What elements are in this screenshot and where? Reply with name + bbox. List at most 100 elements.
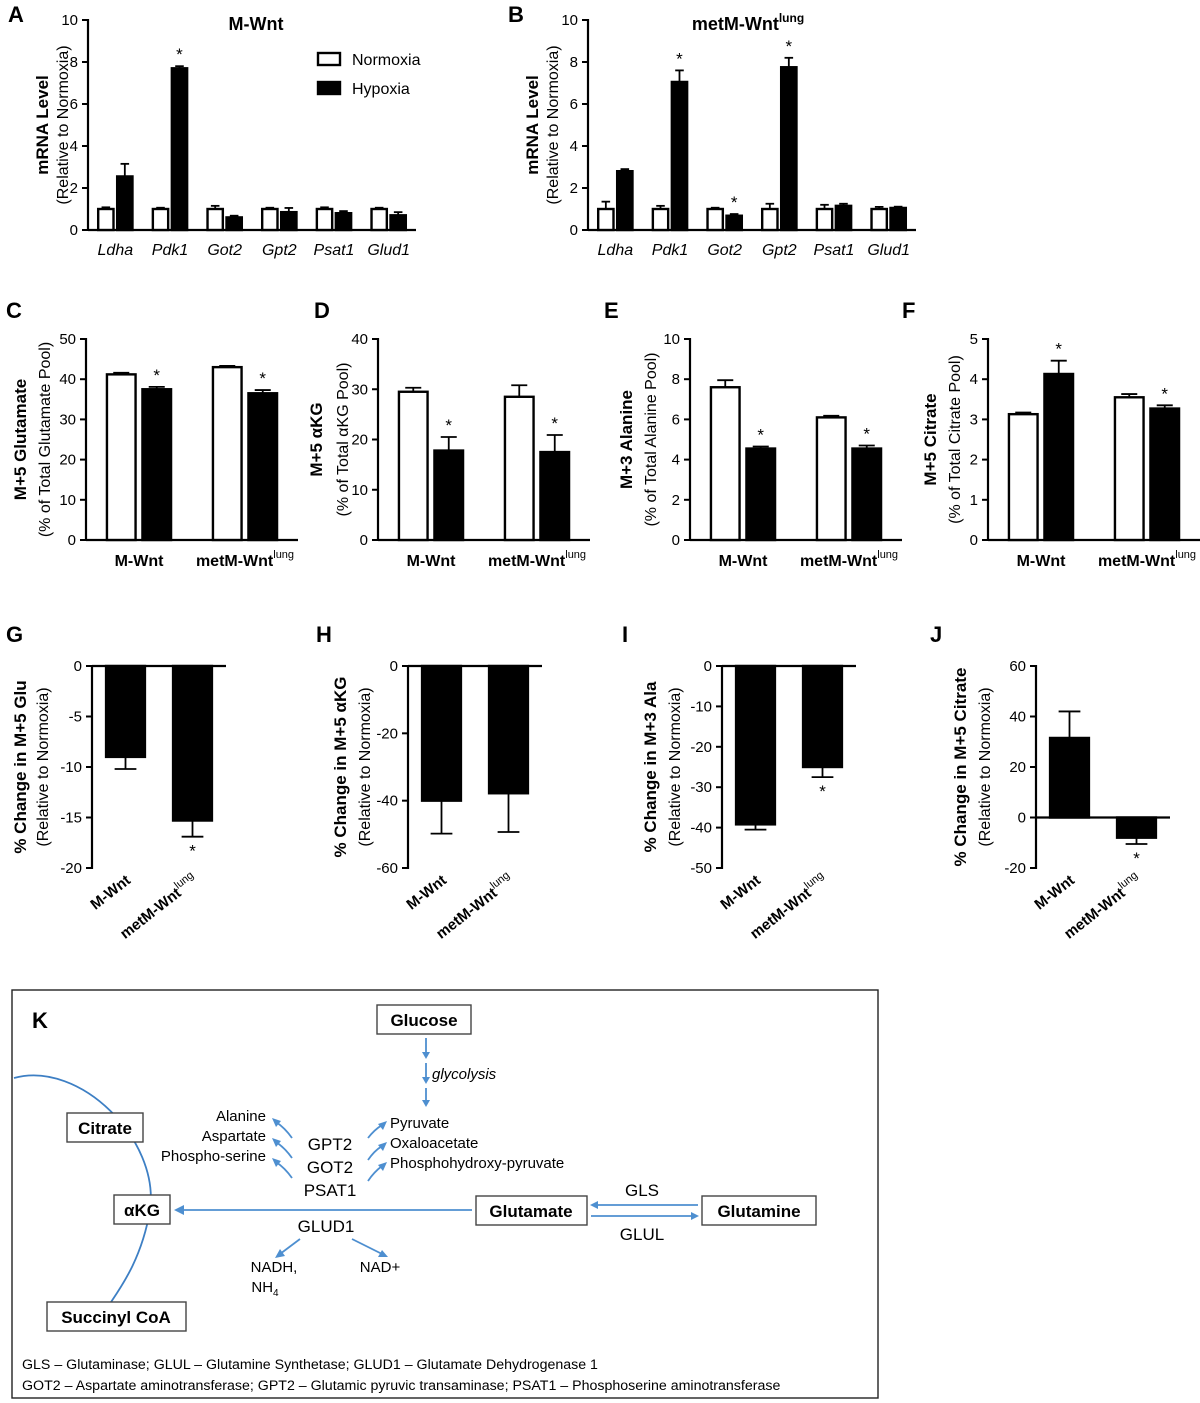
y-axis-label: M+5 αKG xyxy=(307,402,326,476)
significance-star: * xyxy=(1161,384,1168,403)
significance-star: * xyxy=(176,45,183,64)
succinyl-coa-label: Succinyl CoA xyxy=(61,1308,171,1327)
y-tick-label: 0 xyxy=(570,222,578,239)
aspartate-label: Aspartate xyxy=(202,1128,266,1145)
x-tick-label: M-Wnt xyxy=(115,553,165,570)
nad-label: NAD+ xyxy=(360,1259,401,1276)
y-axis-label: mRNA Level xyxy=(523,75,542,175)
significance-star: * xyxy=(863,425,870,444)
arrow-to-nad xyxy=(351,1238,383,1255)
bar-change xyxy=(171,664,214,822)
significance-star: * xyxy=(153,366,160,385)
y-tick-label: 10 xyxy=(561,12,578,29)
legend-label-hypoxia: Hypoxia xyxy=(352,81,410,98)
y-tick-label: 0 xyxy=(672,532,680,549)
panel-label-i: I xyxy=(622,622,628,647)
bar-normoxia xyxy=(105,373,137,542)
y-tick-label: 4 xyxy=(672,452,680,469)
y-axis-sublabel: (Relative to Normoxia) xyxy=(357,687,374,846)
y-tick-label: 40 xyxy=(1009,709,1026,726)
footnote-line-2: GOT2 – Aspartate aminotransferase; GPT2 … xyxy=(22,1378,780,1394)
x-tick-label: metM-Wntlung xyxy=(800,549,898,570)
glutamine-label: Glutamine xyxy=(717,1202,800,1221)
panel-label-c: C xyxy=(6,298,22,323)
phosphoserine-label: Phospho-serine xyxy=(161,1148,266,1165)
y-tick-label: 6 xyxy=(570,96,578,113)
bar-hypoxia xyxy=(670,80,689,232)
y-tick-label: 0 xyxy=(390,658,398,675)
bar-hypoxia xyxy=(1043,372,1075,542)
bar-normoxia xyxy=(1113,396,1145,542)
legend-swatch-hypoxia xyxy=(316,80,342,96)
bar-normoxia xyxy=(596,207,615,232)
y-axis-sublabel: (Relative to Normoxia) xyxy=(55,45,72,204)
y-tick-label: 20 xyxy=(1009,759,1026,776)
x-tick-label: M-Wnt xyxy=(1017,553,1067,570)
gpt2-label: GPT2 xyxy=(308,1135,352,1154)
y-axis-label: M+5 Citrate xyxy=(921,393,940,485)
bar-hypoxia xyxy=(433,449,465,542)
significance-star: * xyxy=(1055,340,1062,359)
arrowhead-pyruvate xyxy=(378,1121,387,1130)
bar-change xyxy=(487,664,530,795)
y-tick-label: -40 xyxy=(376,793,398,810)
bar-normoxia xyxy=(397,390,429,542)
alanine-label: Alanine xyxy=(216,1108,266,1125)
bar-hypoxia xyxy=(115,175,134,232)
y-tick-label: -15 xyxy=(60,810,82,827)
x-tick-label: Glud1 xyxy=(867,242,910,259)
y-tick-label: 50 xyxy=(59,331,76,348)
x-tick-label-sup: lung xyxy=(877,549,898,561)
arrowhead-aspartate xyxy=(272,1138,281,1147)
y-tick-label: 40 xyxy=(59,371,76,388)
significance-star: * xyxy=(259,369,266,388)
significance-star: * xyxy=(1133,849,1140,868)
y-tick-label: -20 xyxy=(690,739,712,756)
panel-label-k: K xyxy=(32,1008,48,1033)
glud1-label: GLUD1 xyxy=(298,1217,355,1236)
y-tick-label: -20 xyxy=(376,725,398,742)
gls-label: GLS xyxy=(625,1181,659,1200)
x-tick-label: M-Wnt xyxy=(717,872,764,914)
glycolysis-label: glycolysis xyxy=(432,1066,497,1083)
x-tick-label-sup: lung xyxy=(273,549,294,561)
y-axis-sublabel: (Relative to Normoxia) xyxy=(35,687,52,846)
x-tick-label: metM-Wntlung xyxy=(196,549,294,570)
y-tick-label: -40 xyxy=(690,820,712,837)
x-tick-label: Glud1 xyxy=(367,242,410,259)
y-tick-label: -5 xyxy=(69,709,82,726)
arrowhead-alanine xyxy=(272,1118,281,1127)
bar-normoxia xyxy=(815,207,834,232)
arrowhead-phosphohydroxypyruvate xyxy=(378,1162,387,1171)
footnote-line-1: GLS – Glutaminase; GLUL – Glutamine Synt… xyxy=(22,1357,598,1373)
y-tick-label: 2 xyxy=(672,492,680,509)
bar-change xyxy=(1048,736,1091,819)
bar-hypoxia xyxy=(389,214,408,232)
y-tick-label: 6 xyxy=(70,96,78,113)
y-tick-label: 2 xyxy=(70,180,78,197)
bar-normoxia xyxy=(260,207,279,232)
significance-star: * xyxy=(757,426,764,445)
bar-normoxia xyxy=(151,207,170,232)
significance-star: * xyxy=(819,782,826,801)
glutamate-to-akg-arrowhead xyxy=(174,1205,184,1215)
x-tick-label: Gpt2 xyxy=(762,242,797,259)
y-tick-label: 0 xyxy=(1018,810,1026,827)
panel-label-d: D xyxy=(314,298,330,323)
x-tick-label: Pdk1 xyxy=(652,242,688,259)
akg-label: αKG xyxy=(124,1201,160,1220)
x-tick-label: metM-Wntlung xyxy=(488,549,586,570)
bar-normoxia xyxy=(1007,412,1039,542)
y-tick-label: -60 xyxy=(376,860,398,877)
y-axis-sublabel: (% of Total Citrate Pool) xyxy=(947,355,964,524)
bar-normoxia xyxy=(815,416,847,542)
got2-label: GOT2 xyxy=(307,1158,353,1177)
y-tick-label: 2 xyxy=(970,452,978,469)
x-tick-label-sup: lung xyxy=(565,549,586,561)
y-axis-sublabel: (Relative to Normoxia) xyxy=(667,687,684,846)
x-tick-label-sup: lung xyxy=(1116,869,1140,891)
y-tick-label: 30 xyxy=(59,411,76,428)
significance-star: * xyxy=(551,414,558,433)
